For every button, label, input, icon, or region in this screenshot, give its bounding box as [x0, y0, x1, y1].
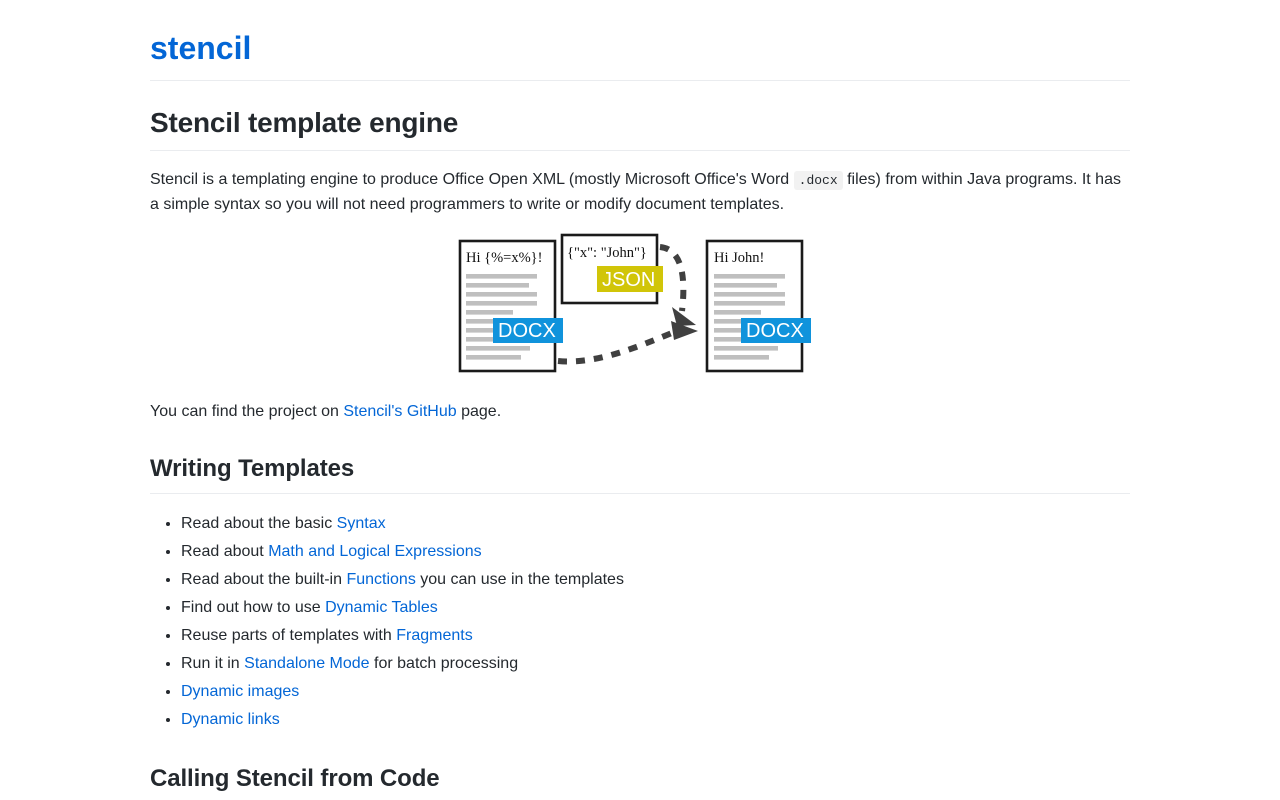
- template-arrow-head: [671, 321, 698, 341]
- json-box: {"x": "John"} JSON: [560, 233, 663, 305]
- site-title-link[interactable]: stencil: [150, 30, 252, 66]
- list-item: Find out how to use Dynamic Tables: [181, 594, 1130, 622]
- result-document: Hi John! DOCX: [705, 239, 811, 373]
- github-text-before: You can find the project on: [150, 403, 344, 421]
- template-to-result-arrow-path: [557, 326, 684, 365]
- diagram-arrowheads: [671, 307, 698, 341]
- json-badge-bg: [597, 266, 663, 293]
- list-item-link[interactable]: Dynamic links: [181, 711, 280, 729]
- list-item: Dynamic links: [181, 706, 1130, 734]
- stencil-flow-diagram: Hi {%=x%}! DOCX: [450, 233, 830, 383]
- list-item: Read about the built-in Functions you ca…: [181, 566, 1130, 594]
- intro-text-part1: Stencil is a templating engine to produc…: [150, 171, 794, 188]
- json-badge-label: JSON: [602, 269, 655, 291]
- list-item: Dynamic images: [181, 678, 1130, 706]
- list-item-after: for batch processing: [369, 655, 519, 673]
- list-item-before: Find out how to use: [181, 599, 326, 617]
- stencil-github-link[interactable]: Stencil's GitHub: [343, 403, 457, 421]
- site-title: stencil: [150, 0, 1130, 81]
- github-text-after: page.: [456, 403, 502, 421]
- github-paragraph: You can find the project on Stencil's Gi…: [150, 399, 1130, 424]
- result-doc-docx-badge-label: DOCX: [746, 320, 804, 342]
- list-item: Read about Math and Logical Expressions: [181, 538, 1130, 566]
- list-item: Read about the basic Syntax: [181, 510, 1130, 538]
- result-doc-docx-badge-bg: [741, 318, 811, 344]
- list-item-link[interactable]: Syntax: [336, 515, 386, 533]
- intro-text-part2: files) from within Java programs. It has…: [150, 171, 1121, 214]
- writing-templates-list: Read about the basic Syntax Read about M…: [150, 510, 1130, 734]
- diagram-svg: Hi {%=x%}! DOCX: [458, 233, 811, 373]
- template-doc-title: Hi {%=x%}!: [466, 250, 542, 266]
- template-doc-docx-badge-bg: [493, 318, 563, 344]
- list-item-link[interactable]: Math and Logical Expressions: [268, 543, 482, 561]
- list-item-link[interactable]: Dynamic images: [181, 683, 300, 701]
- list-item-after: you can use in the templates: [415, 571, 624, 589]
- list-item-before: Run it in: [181, 655, 245, 673]
- list-item: Reuse parts of templates with Fragments: [181, 622, 1130, 650]
- intro-paragraph: Stencil is a templating engine to produc…: [150, 167, 1130, 217]
- template-document: Hi {%=x%}! DOCX: [458, 239, 563, 373]
- list-item-link[interactable]: Dynamic Tables: [325, 599, 438, 617]
- list-item-link[interactable]: Functions: [346, 571, 416, 589]
- list-item-before: Read about: [181, 543, 269, 561]
- list-item-before: Reuse parts of templates with: [181, 627, 397, 645]
- json-to-result-arrow-path: [659, 244, 687, 312]
- result-doc-title: Hi John!: [714, 250, 764, 266]
- calling-stencil-heading: Calling Stencil from Code: [150, 764, 1130, 800]
- page-title: Stencil template engine: [150, 105, 1130, 151]
- diagram-arrows: [557, 244, 687, 365]
- json-box-text: {"x": "John"}: [567, 245, 647, 261]
- list-item-before: Read about the built-in: [181, 571, 347, 589]
- list-item-link[interactable]: Fragments: [396, 627, 473, 645]
- list-item: Run it in Standalone Mode for batch proc…: [181, 650, 1130, 678]
- json-arrow-head: [672, 307, 696, 327]
- template-doc-docx-badge-label: DOCX: [498, 320, 556, 342]
- docx-inline-code: .docx: [793, 171, 843, 190]
- list-item-before: Read about the basic: [181, 515, 337, 533]
- list-item-link[interactable]: Standalone Mode: [244, 655, 370, 673]
- writing-templates-heading: Writing Templates: [150, 454, 1130, 495]
- diagram-container: Hi {%=x%}! DOCX: [150, 233, 1130, 383]
